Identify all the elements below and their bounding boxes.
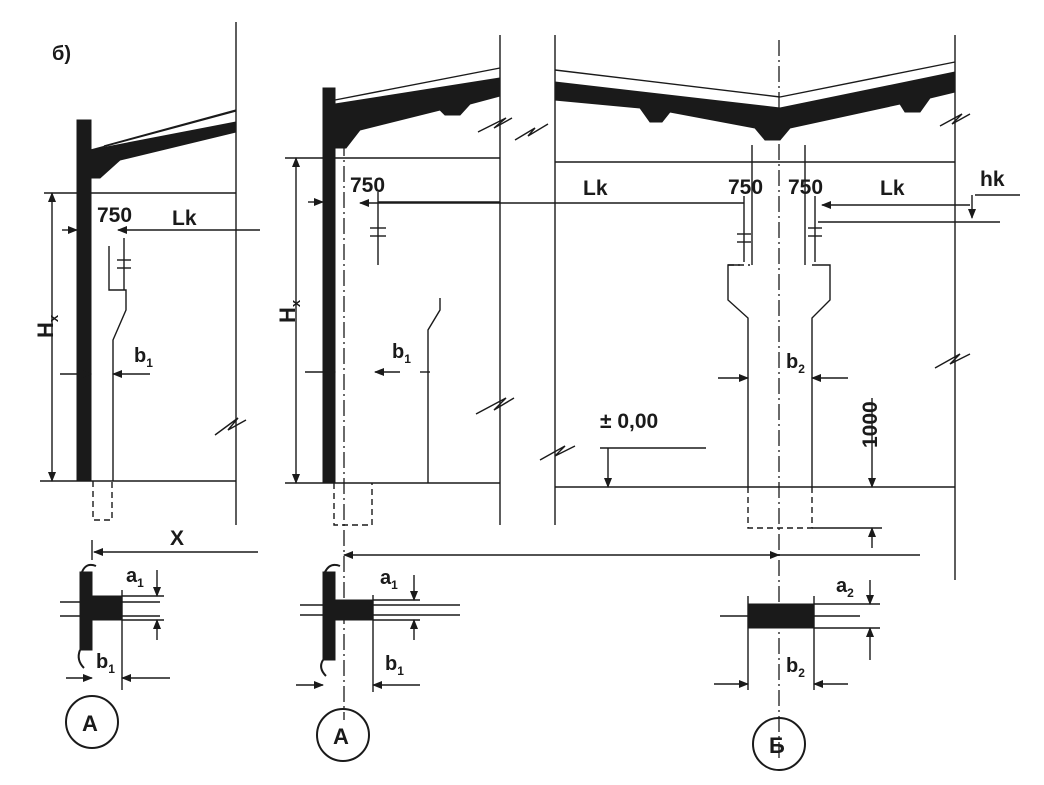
right-dim-1000: 1000: [859, 401, 882, 448]
left-b1-label: b1: [134, 345, 153, 370]
right-hk-label: hk: [980, 168, 1005, 191]
callout-circle-b-right: [752, 717, 806, 771]
middle-height-label: Hx: [275, 299, 303, 323]
right-roof-beam: [554, 71, 956, 141]
callout-circle-a-left: [65, 695, 119, 749]
left-dim-750: 750: [97, 204, 132, 227]
right-panel: Lk 750 750 Lk hk b2 ± 0,00 1000: [343, 35, 1020, 760]
detail-a-middle: a1 b1 А: [296, 563, 460, 762]
detail-b2-label: b2: [786, 655, 805, 680]
detail-a1-label-left: a1: [126, 565, 144, 590]
middle-panel: Hx 750 b1: [275, 35, 549, 720]
detail-a2-label: a2: [836, 575, 854, 600]
right-span-right-label: Lk: [880, 177, 905, 200]
callout-circle-a-middle: [316, 708, 370, 762]
left-panel: Hx 750 Lk b1 X: [33, 22, 260, 560]
detail-a-left: a1 b1 А: [60, 563, 170, 749]
right-level-mark: ± 0,00: [600, 410, 658, 433]
detail-b1-label-middle: b1: [385, 653, 404, 678]
left-outer-column: [76, 119, 92, 481]
detail-a1-label-middle: a1: [380, 567, 398, 592]
right-dim-750-left: 750: [728, 176, 763, 199]
detail-b1-label-left: b1: [96, 651, 115, 676]
right-b2-label: b2: [786, 351, 805, 376]
callout-label-a-middle: А: [333, 724, 349, 749]
right-dim-750-right: 750: [788, 176, 823, 199]
right-span-left-label: Lk: [583, 177, 608, 200]
middle-outer-column: [322, 87, 336, 484]
left-span-label: Lk: [172, 207, 197, 230]
middle-dim-750: 750: [350, 174, 385, 197]
detail-b-right: a2 b2 Б: [714, 575, 880, 771]
figure-label: б): [52, 43, 71, 65]
callout-label-b-right: Б: [769, 733, 785, 758]
left-height-label: Hx: [33, 314, 61, 338]
middle-b1-label: b1: [392, 341, 411, 366]
middle-roof-beam: [334, 77, 501, 149]
left-x-label: X: [170, 527, 184, 550]
callout-label-a-left: А: [82, 711, 98, 736]
